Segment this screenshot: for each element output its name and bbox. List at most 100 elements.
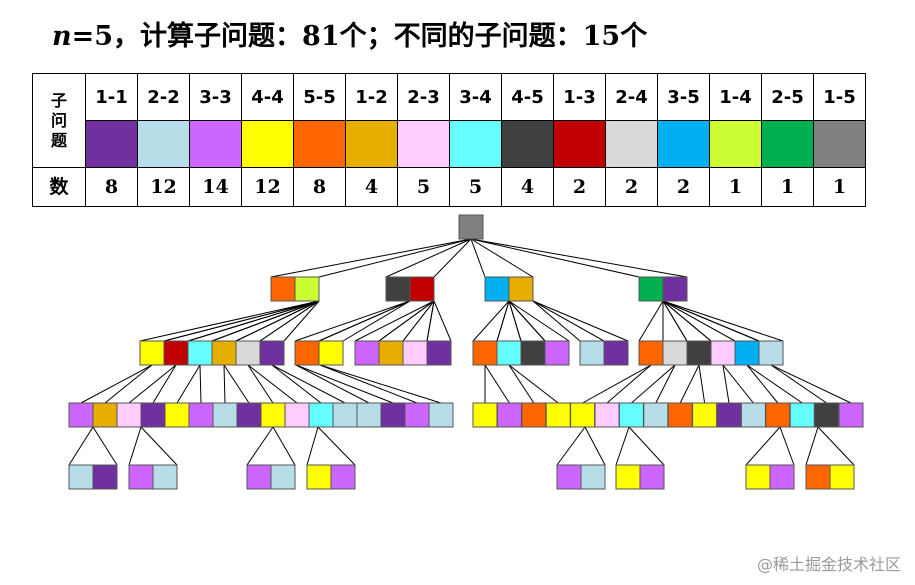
subproblem-box <box>332 402 358 428</box>
subproblem-box <box>638 340 664 366</box>
color-swatch <box>501 120 554 168</box>
subproblem-box <box>211 340 237 366</box>
subproblem-box <box>92 464 118 490</box>
tree-edge <box>662 300 688 342</box>
subproblem-box <box>294 340 320 366</box>
subproblem-box <box>308 402 334 428</box>
color-swatch <box>85 120 138 168</box>
color-swatch <box>397 120 450 168</box>
tree-edge <box>746 364 779 404</box>
subproblem-label: 4-4 <box>241 73 294 121</box>
subproblem-label: 1-5 <box>813 73 866 121</box>
subproblem-box <box>236 402 262 428</box>
subproblem-table: 子 问 题 1-1 2-2 3-3 4-4 5-5 1-2 2-3 3-4 4-… <box>32 73 866 207</box>
title-text: =5，计算子问题：81个；不同的子问题：15个 <box>71 21 648 52</box>
subproblem-box <box>284 402 310 428</box>
subproblem-box <box>662 276 688 302</box>
subproblem-label: 3-3 <box>189 73 242 121</box>
subproblem-box <box>68 402 94 428</box>
subproblem-box <box>354 340 380 366</box>
count-value: 2 <box>657 167 710 207</box>
subproblem-box <box>188 402 214 428</box>
tree-edge <box>295 364 370 404</box>
tree-edge <box>80 364 153 404</box>
tree-edge <box>223 364 250 404</box>
subproblem-box <box>385 276 411 302</box>
tree-edge <box>247 364 274 404</box>
subproblem-box <box>139 340 165 366</box>
count-value: 2 <box>553 167 606 207</box>
tree-edge <box>152 364 177 404</box>
subproblem-box <box>472 402 498 428</box>
count-value: 12 <box>137 167 190 207</box>
tree-edge <box>385 238 472 278</box>
subproblem-box <box>545 402 571 428</box>
subproblem-box <box>615 464 641 490</box>
tree-edge <box>628 426 665 466</box>
subproblem-box <box>152 464 178 490</box>
subproblem-box <box>618 402 644 428</box>
subproblem-box <box>116 402 142 428</box>
tree-edge <box>246 426 274 466</box>
subproblem-box <box>789 402 815 428</box>
count-value: 1 <box>709 167 762 207</box>
subproblem-box <box>769 464 795 490</box>
page-title: n=5，计算子问题：81个；不同的子问题：15个 <box>52 14 647 53</box>
subproblem-box <box>496 340 522 366</box>
subproblem-label: 3-5 <box>657 73 710 121</box>
tree-edge <box>532 300 581 342</box>
subproblem-box <box>603 340 629 366</box>
subproblem-box <box>745 464 771 490</box>
tree-edge <box>679 364 700 404</box>
tree-edge <box>556 426 586 466</box>
tree-edge <box>532 300 629 342</box>
subproblem-box <box>428 402 454 428</box>
subproblem-box <box>556 464 582 490</box>
tree-edge <box>319 364 442 404</box>
color-swatch <box>605 120 658 168</box>
subproblem-box <box>638 276 664 302</box>
subproblem-box <box>212 402 238 428</box>
tree-edge <box>508 300 570 342</box>
tree-edge <box>294 300 411 342</box>
subproblem-box <box>270 464 296 490</box>
tree-edge <box>235 300 320 342</box>
row-header-char: 问 <box>50 110 67 130</box>
subproblem-box <box>544 340 570 366</box>
tree-edge <box>662 300 760 342</box>
tree-edge <box>68 426 94 466</box>
tree-edge <box>295 364 394 404</box>
count-header: 数 <box>32 167 86 207</box>
subproblem-box <box>318 340 344 366</box>
subproblem-box <box>409 276 435 302</box>
subproblem-box <box>458 214 484 240</box>
tree-edge <box>615 426 630 466</box>
subproblem-box <box>662 340 688 366</box>
tree-edge <box>270 238 472 278</box>
subproblem-box <box>164 402 190 428</box>
tree-edge <box>317 426 356 466</box>
subproblem-box <box>402 340 428 366</box>
tree-edge <box>817 426 855 466</box>
tree-edge <box>104 364 153 404</box>
tree-edge <box>722 364 754 404</box>
tree-edge <box>662 300 712 342</box>
subproblem-box <box>580 464 606 490</box>
subproblem-label: 4-5 <box>501 73 554 121</box>
subproblem-box <box>496 402 522 428</box>
subproblem-box <box>128 464 154 490</box>
tree-edge <box>187 300 320 342</box>
subproblem-box <box>639 464 665 490</box>
color-swatch <box>553 120 606 168</box>
tree-edge <box>378 300 435 342</box>
subproblem-box <box>758 340 784 366</box>
tree-edge <box>354 300 435 342</box>
subproblem-label: 2-2 <box>137 73 190 121</box>
subproblem-box <box>426 340 452 366</box>
tree-edge <box>662 300 784 342</box>
subproblem-label: 1-4 <box>709 73 762 121</box>
tree-edge <box>271 364 322 404</box>
tree-edge <box>342 300 411 342</box>
tree-edge <box>638 300 664 342</box>
label-row: 子 问 题 1-1 2-2 3-3 4-4 5-5 1-2 2-3 3-4 4-… <box>32 73 866 168</box>
